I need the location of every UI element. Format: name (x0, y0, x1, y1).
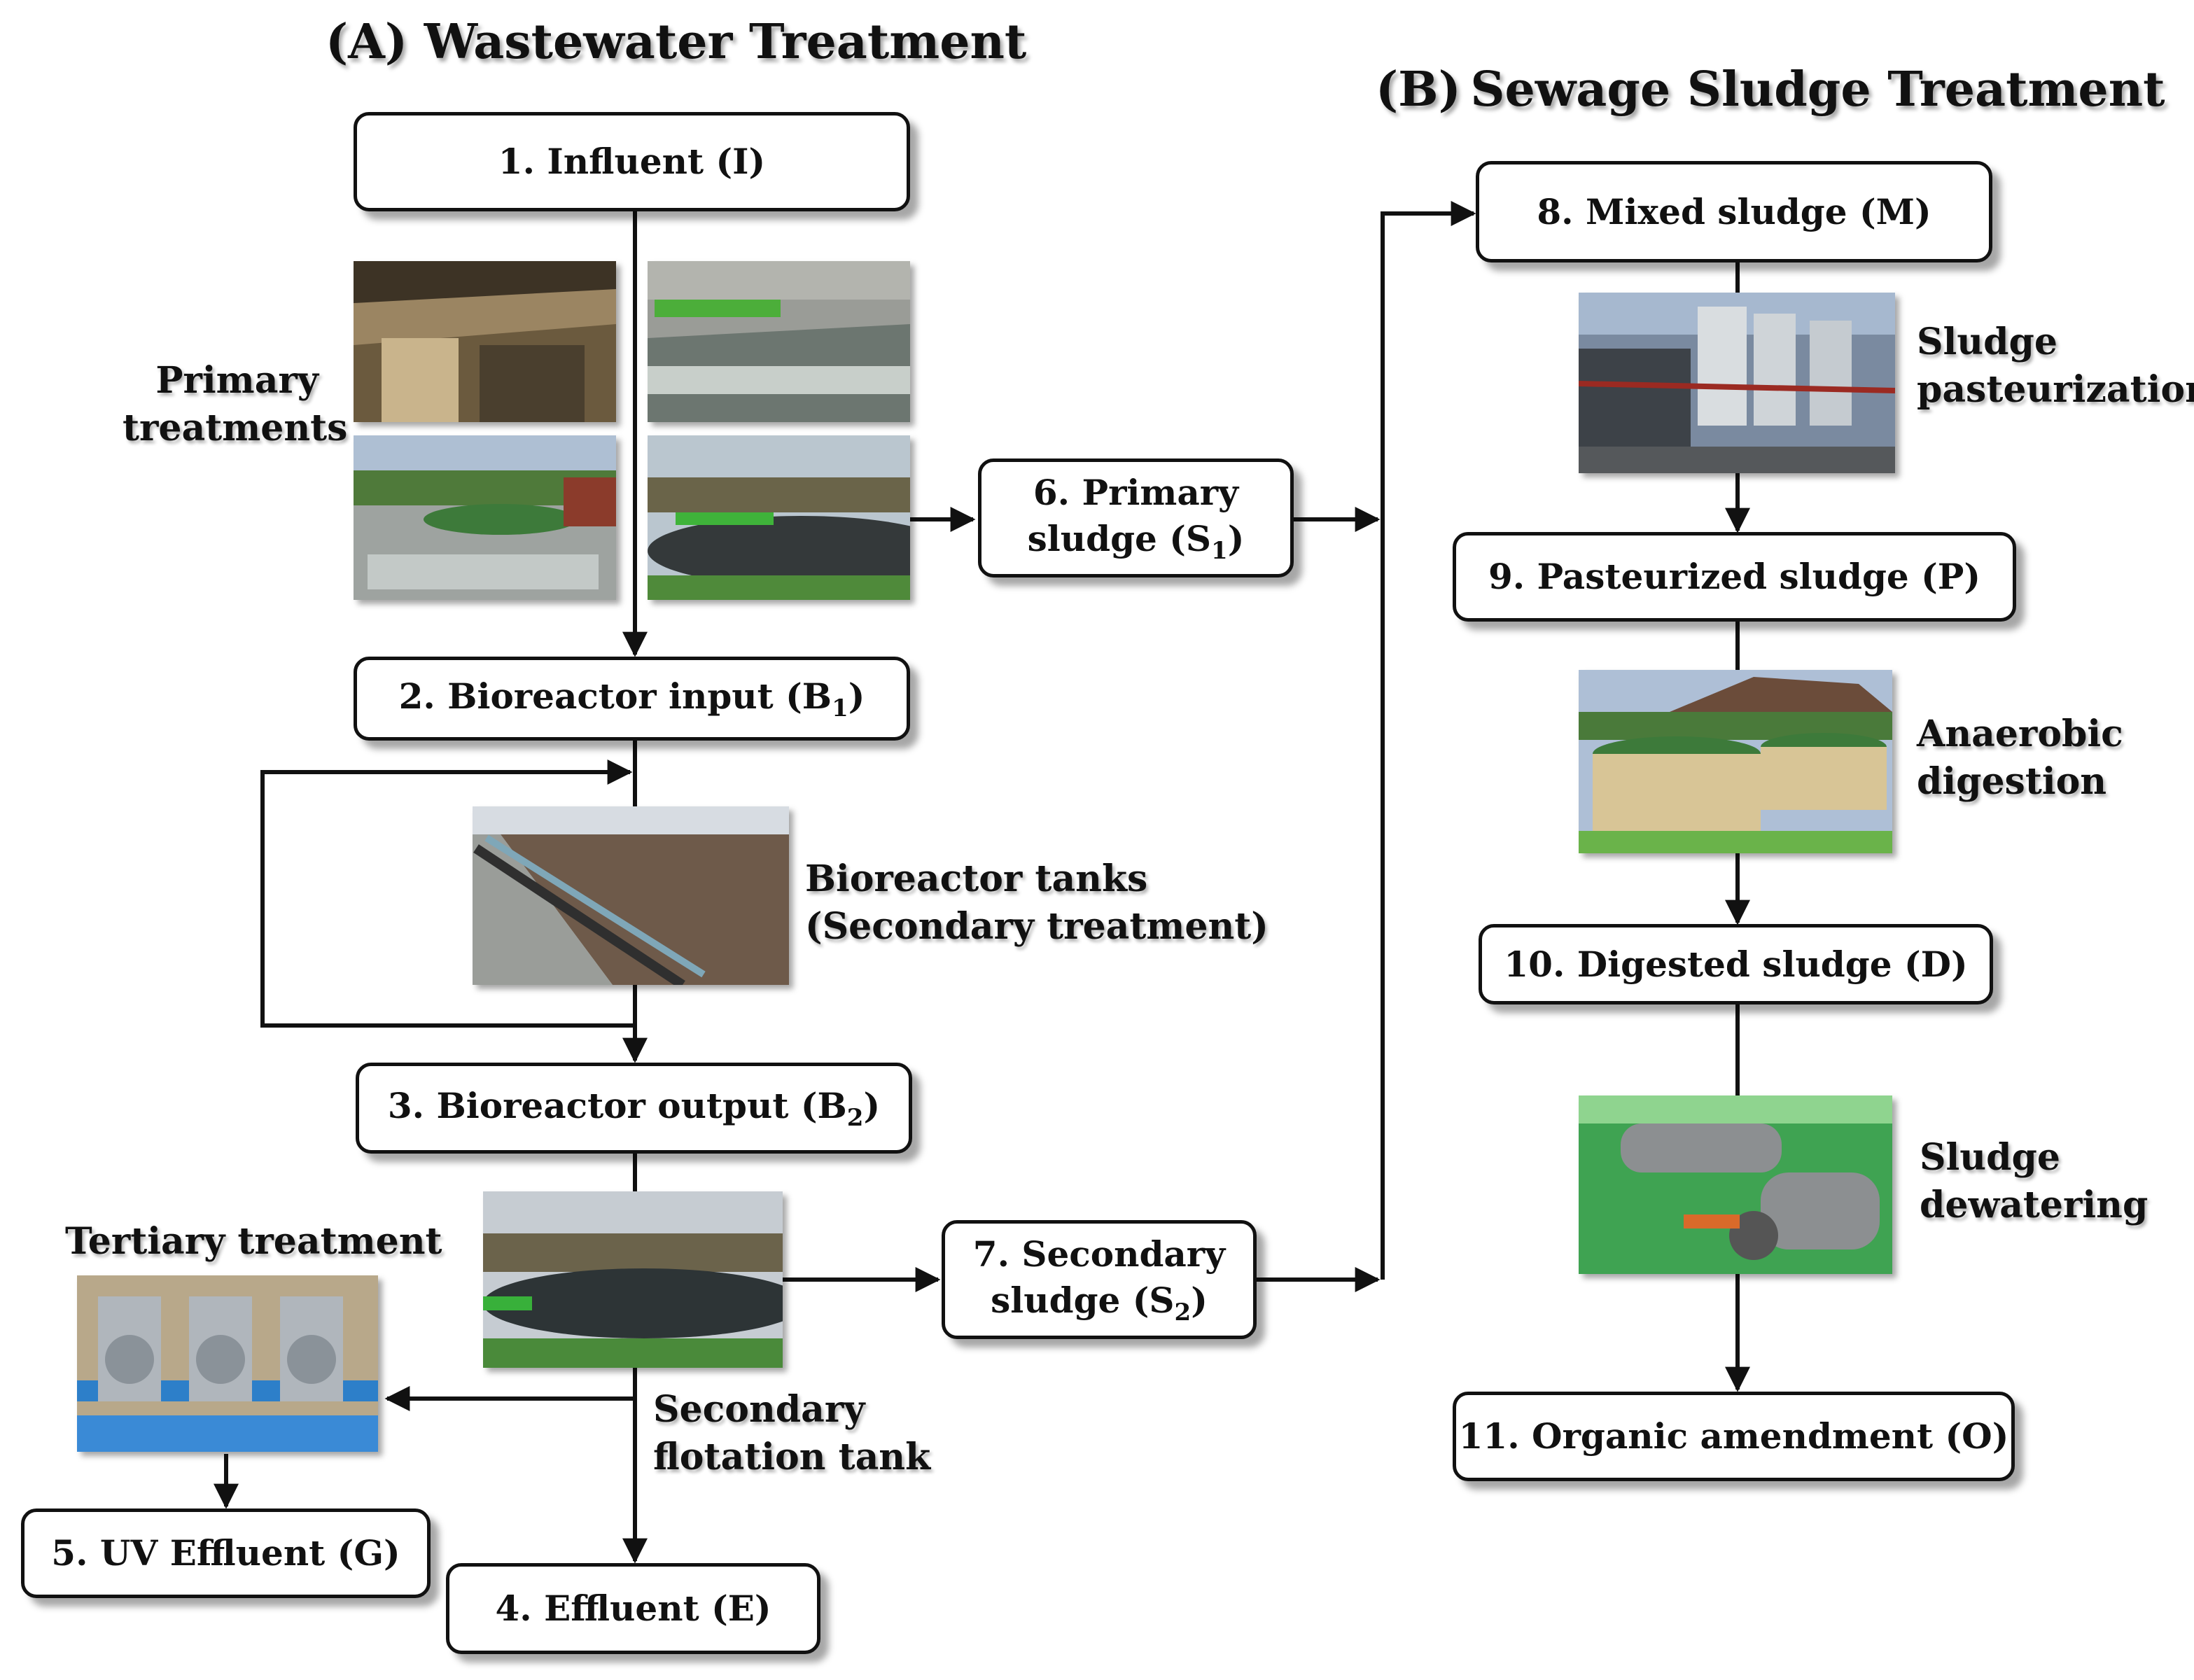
node-influent: 1. Influent (I) (354, 112, 910, 211)
primary-treatment-photo-1 (354, 261, 616, 422)
sludge-dewatering-photo (1579, 1096, 1892, 1274)
node-bioreactor-input-label: 2. Bioreactor input (B1) (398, 675, 865, 722)
tertiary-treatment-photo (77, 1275, 378, 1452)
node-uv-effluent: 5. UV Effluent (G) (21, 1508, 431, 1598)
node-bioreactor-input: 2. Bioreactor input (B1) (354, 657, 910, 741)
primary-treatment-photo-2 (648, 261, 910, 422)
label-sludge-dewatering: Sludge dewatering (1920, 1136, 2148, 1226)
node-organic-amendment-label: 11. Organic amendment (O) (1458, 1415, 2009, 1457)
node-mixed-sludge: 8. Mixed sludge (M) (1476, 161, 1992, 262)
node-effluent-label: 4. Effluent (E) (495, 1588, 771, 1629)
label-tertiary-treatment: Tertiary treatment (65, 1220, 442, 1263)
node-pasteurized-sludge-label: 9. Pasteurized sludge (P) (1488, 556, 1981, 597)
node-digested-sludge: 10. Digested sludge (D) (1479, 924, 1993, 1004)
node-primary-sludge-label: 6. Primary sludge (S1) (1027, 471, 1245, 565)
node-organic-amendment: 11. Organic amendment (O) (1453, 1392, 2015, 1481)
label-primary-treatments: Primary treatments (123, 359, 348, 449)
arrow-recycle-loop (260, 760, 635, 1028)
secondary-flotation-photo (483, 1191, 783, 1368)
node-secondary-sludge: 7. Secondary sludge (S2) (942, 1220, 1257, 1339)
node-primary-sludge: 6. Primary sludge (S1) (978, 458, 1294, 578)
node-secondary-sludge-label: 7. Secondary sludge (S2) (972, 1233, 1226, 1326)
node-digested-sludge-label: 10. Digested sludge (D) (1504, 943, 1968, 985)
node-pasteurized-sludge: 9. Pasteurized sludge (P) (1453, 532, 2016, 622)
primary-treatment-photo-3 (354, 435, 616, 600)
label-bioreactor-tanks: Bioreactor tanks (Secondary treatment) (805, 858, 1269, 948)
section-b-title: (B) Sewage Sludge Treatment (1376, 62, 2165, 118)
arrow-merge-to-mixed-sludge (1381, 201, 1476, 1280)
primary-treatment-photo-4 (648, 435, 910, 600)
sludge-pasteurization-photo (1579, 293, 1895, 473)
node-mixed-sludge-label: 8. Mixed sludge (M) (1537, 190, 1931, 232)
label-anaerobic-digestion: Anaerobic digestion (1917, 713, 2123, 803)
label-sludge-pasteurization: Sludge pasteurization (1917, 321, 2194, 411)
bioreactor-tanks-photo (473, 806, 789, 985)
node-effluent: 4. Effluent (E) (446, 1563, 820, 1654)
node-influent-label: 1. Influent (I) (498, 141, 766, 182)
label-secondary-flotation: Secondary flotation tank (653, 1388, 931, 1478)
node-bioreactor-output: 3. Bioreactor output (B2) (356, 1063, 912, 1154)
section-a-title: (A) Wastewater Treatment (326, 14, 1027, 70)
node-bioreactor-output-label: 3. Bioreactor output (B2) (387, 1084, 881, 1132)
anaerobic-digestion-photo (1579, 670, 1892, 853)
node-uv-effluent-label: 5. UV Effluent (G) (51, 1532, 400, 1574)
